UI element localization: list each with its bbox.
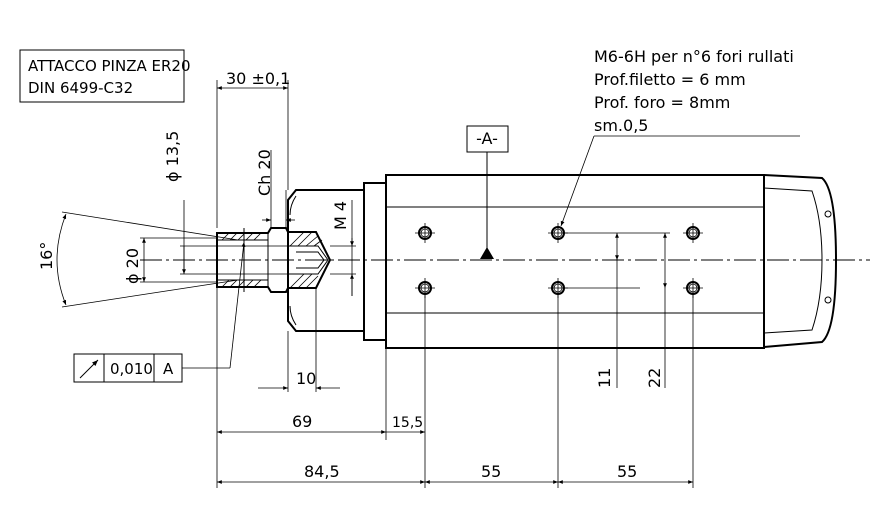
dim-845: 84,5 xyxy=(217,462,425,484)
hole xyxy=(415,223,435,243)
tolerance-value: 0,010 xyxy=(110,360,153,378)
dim-dia-135-label: ϕ 13,5 xyxy=(163,131,182,182)
dim-ch20-label: Ch 20 xyxy=(255,149,274,196)
dim-dia-20: ϕ 20 xyxy=(123,237,217,284)
tolerance-frame: 0,010 A xyxy=(73,241,246,383)
dim-69: 69 xyxy=(216,287,387,488)
dim-ch20: Ch 20 xyxy=(255,149,295,228)
dim-dia-20-label: ϕ 20 xyxy=(123,248,142,284)
dim-angle-label: 16° xyxy=(37,242,56,270)
dim-845-label: 84,5 xyxy=(304,462,340,481)
dim-dia-135: ϕ 13,5 xyxy=(163,131,290,275)
note-line-2: Prof.filetto = 6 mm xyxy=(594,70,746,89)
dim-55-first: 55 xyxy=(425,294,559,488)
dim-m4: M 4 xyxy=(330,200,356,296)
dim-55b-label: 55 xyxy=(617,462,637,481)
datum-label: -A- xyxy=(476,129,498,148)
dim-30-label: 30 ±0,1 xyxy=(226,69,290,88)
dim-155: 15,5 xyxy=(386,294,426,488)
hole xyxy=(548,223,568,243)
dim-m4-label: M 4 xyxy=(331,201,350,230)
spindle-body xyxy=(287,174,838,349)
thread-note: M6-6H per n°6 fori rullati Prof.filetto … xyxy=(560,47,800,227)
note-line-4: sm.0,5 xyxy=(594,116,648,135)
hole xyxy=(683,223,703,243)
dim-155-label: 15,5 xyxy=(392,415,423,431)
dim-11: 11 xyxy=(565,232,670,388)
dim-55a-label: 55 xyxy=(481,462,501,481)
datum-a: -A- xyxy=(466,125,509,259)
tolerance-datum: A xyxy=(163,360,174,378)
title-line-2: DIN 6499-C32 xyxy=(28,79,133,97)
title-line-1: ATTACCO PINZA ER20 xyxy=(28,57,191,75)
dim-22: 22 xyxy=(645,233,667,388)
dim-10: 10 xyxy=(258,288,340,392)
note-leader xyxy=(560,135,595,227)
note-line-1: M6-6H per n°6 fori rullati xyxy=(594,47,794,66)
collet-nose xyxy=(61,211,332,308)
dim-11-label: 11 xyxy=(595,368,614,388)
dim-55-second: 55 xyxy=(558,294,694,488)
dim-angle: 16° xyxy=(37,213,67,306)
title-box: ATTACCO PINZA ER20 DIN 6499-C32 xyxy=(19,49,191,103)
note-line-3: Prof. foro = 8mm xyxy=(594,93,730,112)
dim-30: 30 ±0,1 xyxy=(216,69,290,228)
dim-10-label: 10 xyxy=(296,369,316,388)
dim-69-label: 69 xyxy=(292,412,312,431)
dim-22-label: 22 xyxy=(645,368,664,388)
